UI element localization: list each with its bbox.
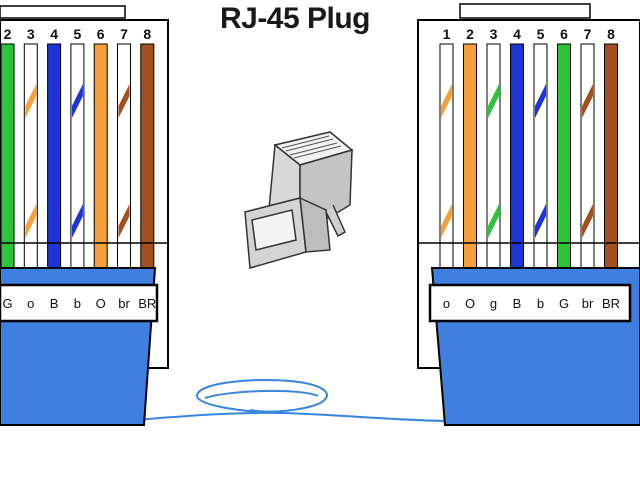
left-wire-6	[93, 43, 108, 271]
right-wire-3	[486, 43, 501, 271]
left-wire-3-stripe-2	[25, 204, 37, 238]
left-color-code: O	[95, 296, 106, 311]
left-wire-8	[140, 43, 155, 271]
left-wire-group	[0, 43, 155, 271]
right-pin-number: 7	[583, 26, 592, 42]
left-wire-4	[47, 43, 62, 271]
left-color-code: BR	[138, 296, 157, 311]
right-wire-1-stripe-1	[441, 84, 452, 118]
left-code-box	[0, 283, 159, 323]
right-wire-5-stripe-2	[535, 204, 546, 238]
left-color-code: b	[73, 296, 81, 311]
left-pin-number: 6	[96, 26, 105, 42]
left-color-code: o	[27, 296, 35, 311]
right-color-code: B	[512, 296, 522, 311]
cable-loop	[196, 379, 328, 414]
left-pin-number: 4	[50, 26, 58, 42]
left-wire-7-stripe-2	[118, 204, 130, 238]
left-color-code: G	[2, 296, 13, 311]
right-color-code: G	[558, 296, 570, 311]
right-wire-4	[510, 43, 524, 271]
connector-boot-side	[299, 196, 331, 253]
right-pin-number: 6	[560, 26, 568, 42]
patch-cable	[134, 379, 446, 422]
right-color-code: O	[464, 296, 476, 311]
left-color-code: B	[49, 296, 59, 311]
rj45-connector-icon	[244, 131, 354, 269]
right-wire-3-stripe-2	[488, 204, 499, 238]
right-wire-1-stripe-2	[441, 204, 452, 238]
left-wire-7-stripe-1	[118, 84, 130, 118]
left-wire-3	[23, 43, 38, 271]
right-wire-1	[439, 43, 454, 271]
right-wire-8	[604, 43, 618, 271]
left-pin-number: 3	[26, 26, 35, 42]
right-wire-7-stripe-1	[582, 84, 593, 118]
left-wire-5-stripe-2	[71, 204, 83, 238]
connector-contacts	[281, 135, 342, 159]
right-pin-number: 1	[442, 26, 451, 42]
right-wire-group	[439, 43, 618, 271]
left-pin-number: 5	[73, 26, 82, 42]
right-pin-number: 5	[536, 26, 545, 42]
right-pin-number: 8	[607, 26, 615, 42]
right-wire-6	[557, 43, 571, 271]
left-wire-2	[0, 43, 15, 271]
right-plug	[417, 3, 640, 426]
left-pin-number: 7	[120, 26, 128, 42]
right-wire-2	[463, 43, 477, 271]
right-wire-7-stripe-2	[582, 204, 593, 238]
left-plug-latch-tab	[0, 5, 126, 19]
left-color-code: br	[118, 296, 130, 311]
right-color-code: b	[536, 296, 545, 311]
right-wire-7	[580, 43, 595, 271]
right-wire-5	[533, 43, 548, 271]
right-pin-number: 4	[513, 26, 521, 42]
left-plug	[0, 5, 169, 426]
right-pin-number: 3	[489, 26, 498, 42]
right-wire-3-stripe-1	[488, 84, 499, 118]
right-pin-number: 2	[466, 26, 474, 42]
right-color-code: g	[489, 296, 498, 311]
left-pin-number: 2	[3, 26, 12, 42]
connector-latch	[325, 204, 346, 238]
cable-loop-inner	[204, 389, 319, 399]
connector-boot-window	[251, 209, 297, 251]
left-wire-3-stripe-1	[25, 84, 37, 118]
left-wire-5-stripe-1	[71, 84, 83, 118]
right-plug-latch-tab	[459, 3, 591, 19]
right-color-code: BR	[601, 296, 621, 311]
cable-left-segment	[134, 411, 446, 422]
right-color-code: br	[581, 296, 594, 311]
right-code-box	[428, 283, 632, 323]
left-pin-number: 8	[143, 26, 152, 42]
diagram-title: RJ-45 Plug	[219, 2, 371, 35]
right-wire-5-stripe-1	[535, 84, 546, 118]
right-color-code: o	[442, 296, 451, 311]
